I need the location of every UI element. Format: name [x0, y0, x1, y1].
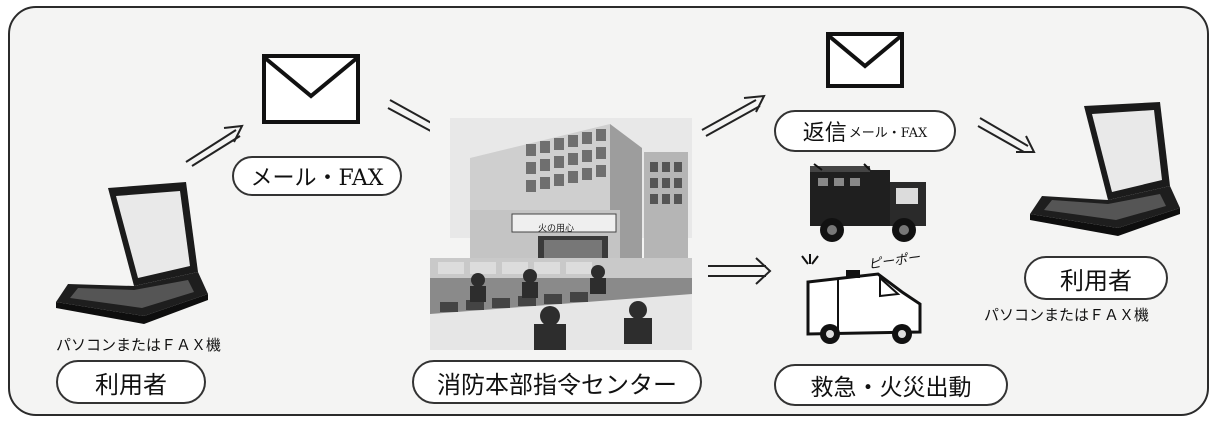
- receiver-label: 利用者: [1024, 256, 1168, 300]
- center-label-text: 消防本部指令センター: [437, 370, 677, 399]
- laptop-icon-receiver: [1024, 96, 1194, 246]
- receiver-device-caption: パソコンまたはＦＡＸ機: [984, 306, 1150, 324]
- building-sign: 火の用心: [538, 224, 575, 234]
- dispatch-label-text: 救急・火災出動: [810, 375, 972, 401]
- envelope-icon-outgoing: [262, 54, 360, 124]
- sender-device-caption: パソコンまたはＦＡＸ機: [56, 336, 222, 354]
- arrow-icon-up-right-1: [184, 120, 246, 168]
- reply-label-main: 返信: [802, 121, 847, 146]
- fire-department-building-image: [430, 118, 692, 350]
- sender-label-text: 利用者: [95, 370, 167, 399]
- dispatch-label: 救急・火災出動: [774, 364, 1008, 406]
- arrow-icon-up-right-2: [698, 92, 768, 138]
- fire-truck-icon: [804, 162, 932, 248]
- laptop-icon-sender: [48, 176, 228, 336]
- message-label: メール・FAX: [232, 156, 402, 196]
- center-label: 消防本部指令センター: [412, 360, 702, 404]
- receiver-label-text: 利用者: [1060, 266, 1132, 295]
- envelope-icon-reply: [826, 32, 904, 88]
- sender-label: 利用者: [56, 360, 206, 404]
- message-label-text: メール・FAX: [250, 166, 384, 191]
- reply-label-sub: メール・FAX: [848, 125, 928, 141]
- arrow-icon-right: [704, 256, 774, 286]
- reply-label: 返信 メール・FAX: [774, 110, 956, 152]
- ambulance-icon: [798, 252, 928, 346]
- arrow-icon-down-right-2: [976, 112, 1040, 158]
